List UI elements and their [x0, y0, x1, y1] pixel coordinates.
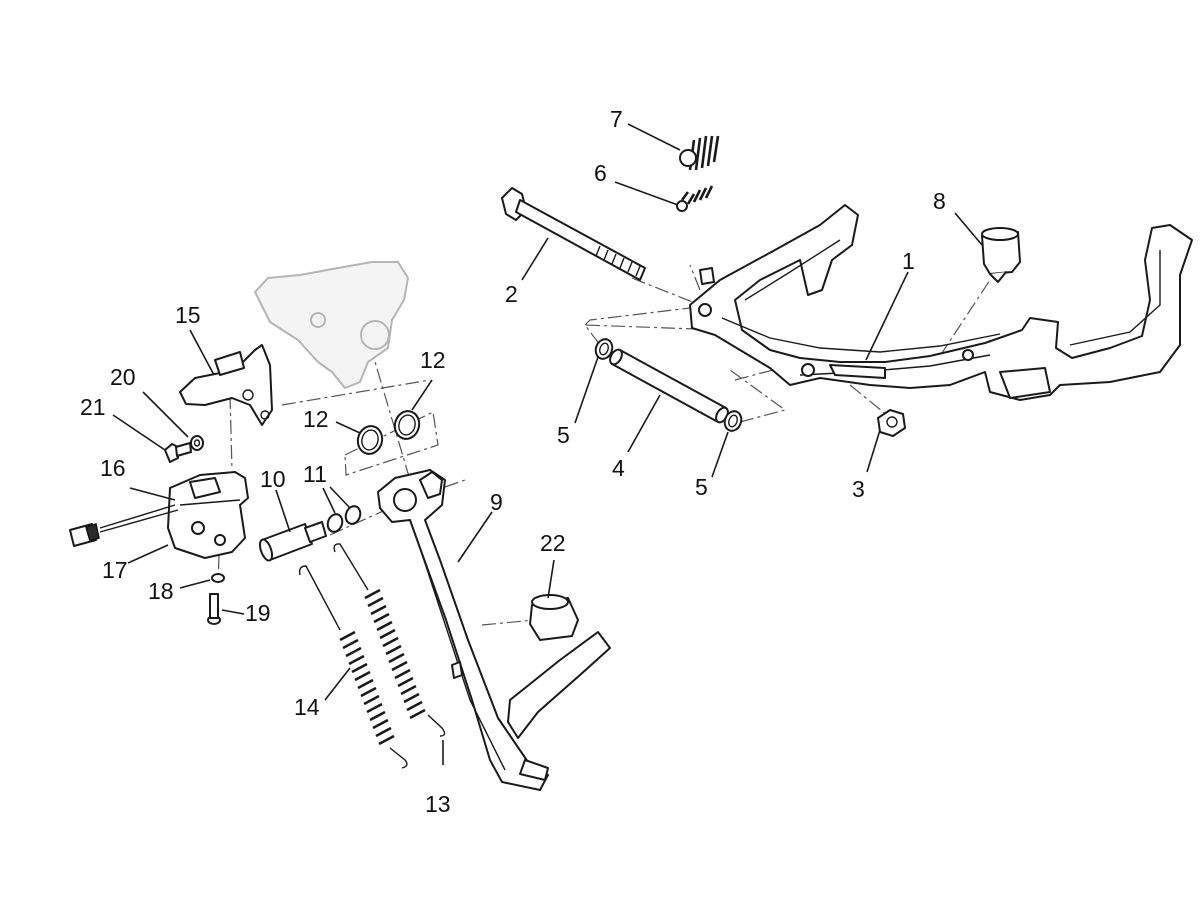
small-bolt[interactable] [164, 442, 192, 463]
side-stand[interactable] [377, 469, 611, 791]
callout-labels: 1 2 3 4 5 5 6 7 8 9 10 11 12 12 13 14 15… [80, 106, 946, 817]
callout-3: 3 [852, 476, 865, 502]
small-spring-6[interactable] [676, 185, 714, 212]
callout-15: 15 [175, 302, 201, 328]
callout-17: 17 [102, 557, 128, 583]
switch-cable [99, 504, 179, 533]
washer-right[interactable] [722, 409, 744, 433]
callout-7: 7 [610, 106, 623, 132]
callout-16: 16 [100, 455, 126, 481]
pivot-pin[interactable] [608, 348, 731, 425]
callout-5-right: 5 [695, 474, 708, 500]
small-washer[interactable] [190, 435, 204, 451]
spring-13[interactable] [333, 543, 446, 737]
callout-12-right: 12 [420, 347, 446, 373]
small-spring-7[interactable] [679, 135, 720, 171]
screw-19[interactable] [207, 593, 221, 625]
callout-12-left: 12 [303, 406, 329, 432]
callout-5-left: 5 [557, 422, 570, 448]
callout-9: 9 [490, 489, 503, 515]
callout-19: 19 [245, 600, 271, 626]
alignment-lines [217, 264, 991, 626]
frame-bracket-ghost [254, 261, 409, 389]
callout-18: 18 [148, 578, 174, 604]
leader-lines [112, 123, 983, 765]
callout-1: 1 [902, 248, 915, 274]
side-stand-switch[interactable] [167, 471, 249, 559]
callout-11: 11 [303, 461, 327, 487]
spring-14[interactable] [298, 565, 408, 769]
callout-21: 21 [80, 394, 106, 420]
callout-13: 13 [425, 791, 451, 817]
rubber-bumper[interactable] [981, 227, 1021, 283]
washer-left[interactable] [593, 337, 615, 361]
bushing[interactable] [258, 521, 327, 562]
center-stand[interactable] [689, 204, 1193, 401]
callout-14: 14 [294, 694, 320, 720]
nut[interactable] [877, 409, 906, 437]
callout-8: 8 [933, 188, 946, 214]
o-ring-right[interactable] [392, 408, 422, 441]
rubber-pad[interactable] [529, 594, 579, 641]
long-bolt[interactable] [501, 187, 646, 281]
callout-22: 22 [540, 530, 566, 556]
callout-2: 2 [505, 281, 518, 307]
o-ring-left[interactable] [355, 423, 385, 456]
thin-washers[interactable] [325, 504, 362, 534]
callout-4: 4 [612, 455, 625, 481]
washer-18[interactable] [211, 573, 225, 583]
callout-20: 20 [110, 364, 136, 390]
callout-6: 6 [594, 160, 607, 186]
callout-10: 10 [260, 466, 286, 492]
switch-bracket[interactable] [179, 344, 273, 426]
cable-connector [69, 523, 100, 547]
